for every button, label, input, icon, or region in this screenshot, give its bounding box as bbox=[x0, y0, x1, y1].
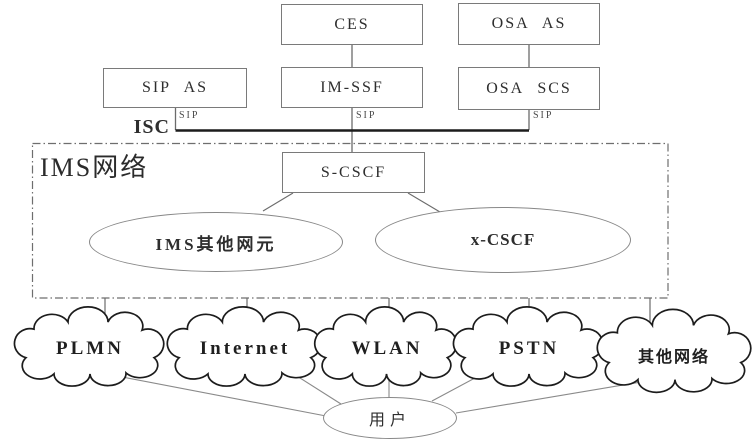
sip-label-osa-scs: SIP bbox=[533, 110, 554, 121]
node-user: 用户 bbox=[323, 397, 457, 439]
other-networks-cloud-shape bbox=[597, 309, 750, 392]
internet-cloud-label: Internet bbox=[199, 338, 291, 359]
node-x-cscf: x-CSCF bbox=[375, 207, 631, 273]
ims-network-dashed-boundary bbox=[31, 142, 669, 299]
node-im-ssf: IM-SSF bbox=[281, 67, 423, 108]
node-ims-other-elements: IMS其他网元 bbox=[89, 212, 343, 272]
sip-label-sip-as: SIP bbox=[179, 110, 200, 121]
connector-othernet-user bbox=[455, 381, 642, 414]
isc-interface-label: ISC bbox=[133, 116, 170, 138]
connector-scscf-imsothers bbox=[262, 192, 294, 212]
node-osa-as: OSA AS bbox=[458, 3, 600, 45]
node-osa-scs: OSA SCS bbox=[458, 67, 600, 110]
node-ces: CES bbox=[281, 4, 423, 45]
sip-label-im-ssf: SIP bbox=[356, 110, 377, 121]
pstn-cloud-label: PSTN bbox=[498, 338, 560, 359]
plmn-cloud-shape bbox=[14, 307, 163, 386]
node-s-cscf: S-CSCF bbox=[282, 152, 425, 193]
other-networks-cloud-label: 其他网络 bbox=[637, 349, 710, 366]
ims-network-title: IMS网络 bbox=[40, 153, 149, 182]
connector-scscf-xcscf bbox=[407, 192, 441, 213]
connector-plmn-user bbox=[116, 375, 327, 417]
wlan-cloud-label: WLAN bbox=[351, 338, 423, 359]
plmn-cloud-label: PLMN bbox=[56, 338, 124, 359]
node-sip-as: SIP AS bbox=[103, 68, 247, 108]
